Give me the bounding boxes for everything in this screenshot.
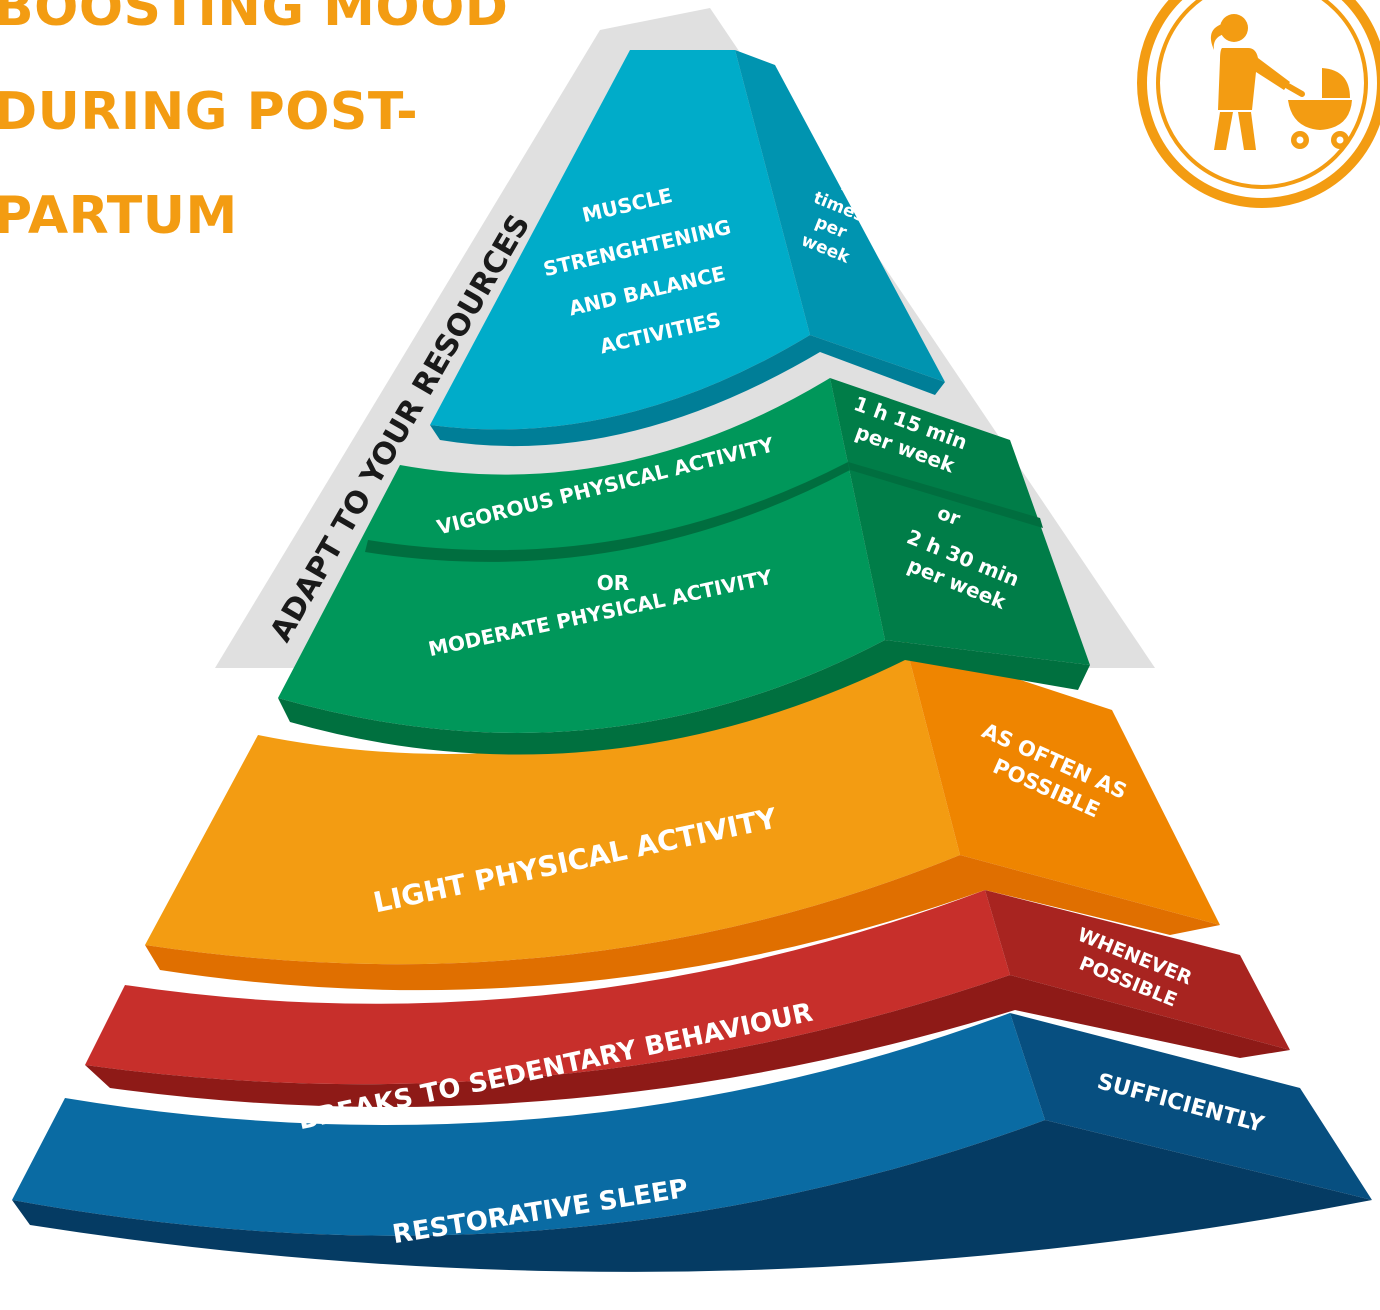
aerobic-or-label: OR <box>597 571 629 595</box>
level-sleep-front <box>12 1013 1045 1236</box>
level-breaks-side <box>985 890 1290 1050</box>
level-aerobic-side <box>830 378 1090 665</box>
level-breaks-front <box>85 890 1010 1085</box>
level-aerobic-divider <box>365 462 850 562</box>
level-light: LIGHT PHYSICAL ACTIVITY AS OFTEN AS POSS… <box>145 642 1220 991</box>
level-breaks-bottom <box>85 975 1290 1108</box>
title-line-2: DURING POST- <box>0 82 419 142</box>
level-sleep: RESTORATIVE SLEEP SUFFICIENTLY <box>12 1013 1372 1272</box>
level-light-bottom <box>145 855 1220 991</box>
title-line-1: BOOSTING MOOD <box>0 0 509 38</box>
level-light-front <box>145 642 960 965</box>
mother-with-stroller-icon <box>1137 0 1380 208</box>
level-light-side <box>905 642 1220 925</box>
page-title: BOOSTING MOOD DURING POST- PARTUM <box>0 0 508 268</box>
level-sleep-bottom <box>12 1120 1372 1272</box>
level-muscle-side <box>735 50 945 382</box>
level-muscle-front <box>430 50 810 430</box>
level-breaks: BREAKS TO SEDENTARY BEHAVIOUR WHENEVER P… <box>85 890 1290 1136</box>
title-line-3: PARTUM <box>0 186 238 246</box>
level-aerobic-side-divider <box>848 462 1043 528</box>
level-sleep-side <box>1010 1013 1372 1200</box>
level-muscle-bottom <box>430 335 945 447</box>
level-aerobic-bottom <box>278 640 1090 755</box>
muscle-frequency-line-1: 2 <box>838 175 856 198</box>
level-muscle: MUSCLE STRENGHTENING AND BALANCE ACTIVIT… <box>430 50 945 447</box>
